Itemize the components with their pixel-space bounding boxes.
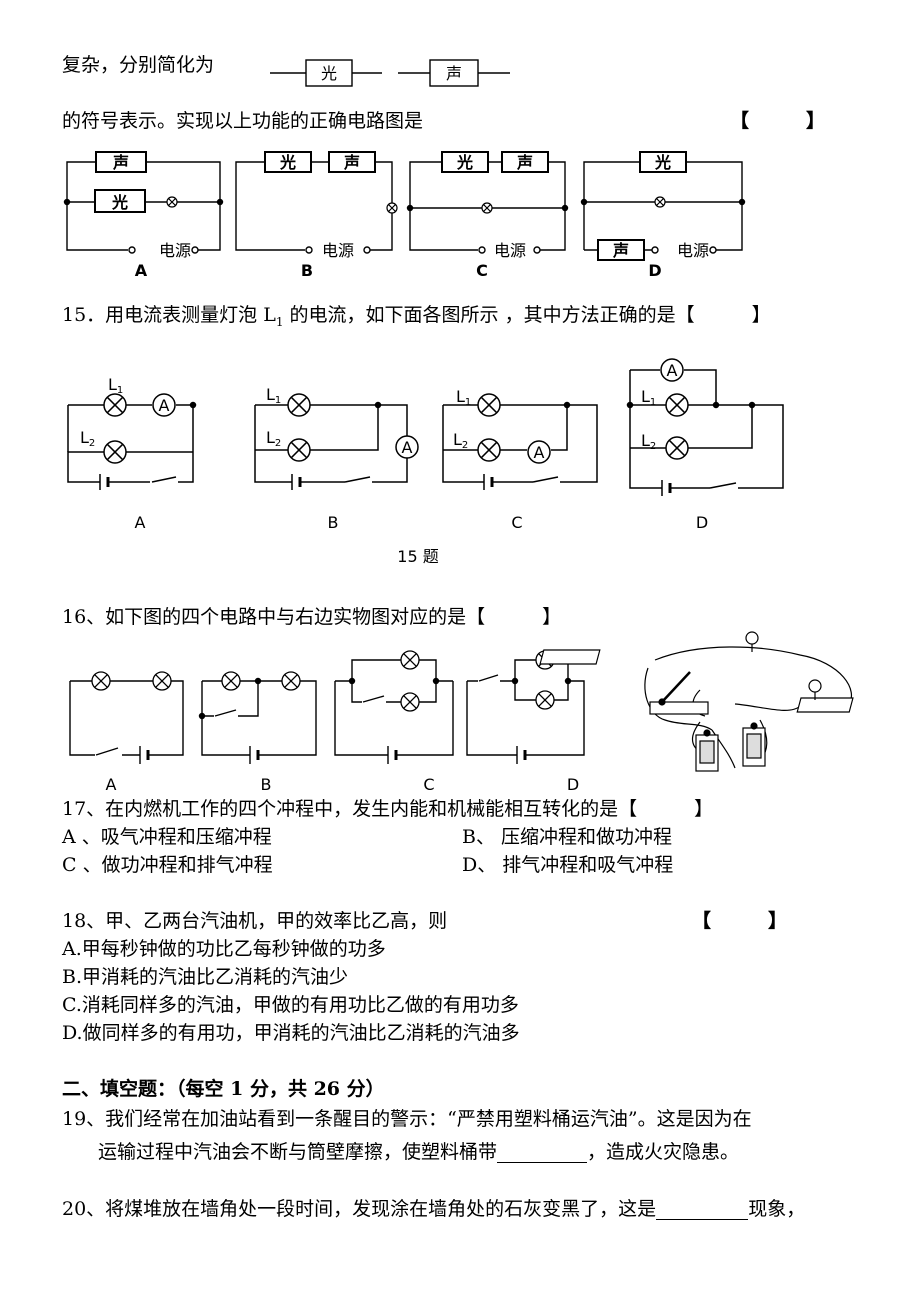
q15-question: 15．用电流表测量灯泡 L1 的电流，如下面各图所示 ，其中方法正确的是【 】 bbox=[62, 304, 771, 329]
q16-label-b: B bbox=[261, 775, 272, 794]
q16-circuit-b bbox=[198, 671, 317, 764]
q17-option-b: B、 压缩冲程和做功冲程 bbox=[462, 826, 673, 848]
q14-label-c: C bbox=[476, 261, 488, 280]
q14b-light: 光 bbox=[279, 153, 296, 172]
q14b-power: 电源 bbox=[322, 241, 354, 260]
q15-label-b: B bbox=[328, 513, 339, 532]
q14-label-a: A bbox=[135, 261, 148, 280]
q20-blank[interactable] bbox=[656, 1200, 749, 1220]
q15-label-c: C bbox=[511, 513, 522, 532]
q19-blank[interactable] bbox=[497, 1143, 588, 1163]
q16-label-a: A bbox=[106, 775, 117, 794]
q14-circuit-b bbox=[235, 151, 398, 254]
q19-line-2: 运输过程中汽油会不断与筒壁摩擦，使塑料桶带 ，造成火灾隐患。 bbox=[98, 1141, 740, 1163]
q15b-l1: L1 bbox=[266, 385, 281, 406]
q17-option-d: D、 排气冲程和吸气冲程 bbox=[462, 854, 674, 876]
q14c-power: 电源 bbox=[494, 241, 526, 260]
q15d-ammeter: A bbox=[667, 361, 678, 380]
q14a-light: 光 bbox=[111, 193, 128, 212]
q20-line-1: 20、将煤堆放在墙角处一段时间，发现涂在墙角处的石灰变黑了，这是 现象， bbox=[62, 1198, 806, 1220]
q16-circuit-d bbox=[466, 650, 585, 764]
sound-symbol: 声 bbox=[398, 59, 510, 87]
q14d-sound: 声 bbox=[612, 241, 629, 260]
q14d-power: 电源 bbox=[677, 241, 709, 260]
q14-circuit-c bbox=[406, 151, 569, 254]
q16-circuit-a bbox=[69, 671, 184, 764]
q16-circuit-c bbox=[334, 650, 454, 764]
q14b-sound: 声 bbox=[343, 153, 360, 172]
section-2-title: 二、填空题：（每空 1 分，共 26 分） bbox=[62, 1078, 385, 1100]
q14-circuit-a bbox=[63, 151, 224, 254]
q15-circuit-d bbox=[626, 358, 784, 496]
q15b-l2: L2 bbox=[266, 428, 281, 449]
q15c-l2: L2 bbox=[453, 430, 468, 451]
q15-caption: 15 题 bbox=[397, 547, 438, 566]
q14-label-d: D bbox=[648, 261, 661, 280]
q14c-light: 光 bbox=[456, 153, 473, 172]
q14a-sound: 声 bbox=[112, 153, 129, 172]
intro-line-2: 的符号表示。实现以上功能的正确电路图是 bbox=[62, 110, 424, 132]
q17-option-c: C 、做功冲程和排气冲程 bbox=[62, 854, 273, 876]
q18-answer-bracket: 【 】 bbox=[692, 910, 788, 932]
q17-question: 17、在内燃机工作的四个冲程中，发生内能和机械能相互转化的是【 】 bbox=[62, 798, 714, 820]
q16-physical-circuit-image bbox=[539, 631, 854, 772]
q15d-l1: L1 bbox=[641, 387, 656, 408]
q15a-ammeter: A bbox=[159, 396, 170, 415]
q16-question: 16、如下图的四个电路中与右边实物图对应的是【 】 bbox=[62, 606, 562, 628]
q15c-l1: L1 bbox=[456, 387, 471, 408]
svg-text:光: 光 bbox=[321, 64, 337, 83]
q18-option-d: D.做同样多的有用功，甲消耗的汽油比乙消耗的汽油多 bbox=[62, 1022, 520, 1044]
q14-answer-bracket: 【 】 bbox=[730, 110, 826, 132]
q14a-power: 电源 bbox=[159, 241, 191, 260]
q18-option-a: A.甲每秒钟做的功比乙每秒钟做的功多 bbox=[62, 938, 386, 960]
q17-option-a: A 、吸气冲程和压缩冲程 bbox=[62, 826, 272, 848]
q18-question: 18、甲、乙两台汽油机，甲的效率比乙高，则 bbox=[62, 910, 448, 932]
q14-label-b: B bbox=[301, 261, 313, 280]
q15-circuit-a bbox=[67, 393, 197, 490]
q18-option-c: C.消耗同样多的汽油，甲做的有用功比乙做的有用功多 bbox=[62, 994, 519, 1016]
q15a-l1: L1 bbox=[108, 375, 123, 396]
svg-text:声: 声 bbox=[446, 64, 462, 83]
q15-circuit-b bbox=[254, 393, 419, 490]
q19-line-1: 19、我们经常在加油站看到一条醒目的警示：“严禁用塑料桶运汽油”。这是因为在 bbox=[62, 1108, 752, 1130]
q15-label-d: D bbox=[696, 513, 708, 532]
q15-circuit-c bbox=[442, 393, 598, 490]
intro-line-1: 复杂，分别简化为 bbox=[62, 54, 215, 76]
q14d-light: 光 bbox=[654, 153, 671, 172]
q16-label-c: C bbox=[423, 775, 434, 794]
light-symbol: 光 bbox=[270, 59, 382, 87]
q15b-ammeter: A bbox=[402, 438, 413, 457]
q14-circuit-d bbox=[580, 151, 746, 261]
q16-label-d: D bbox=[567, 775, 579, 794]
q18-option-b: B.甲消耗的汽油比乙消耗的汽油少 bbox=[62, 966, 349, 988]
q15c-ammeter: A bbox=[534, 443, 545, 462]
q14c-sound: 声 bbox=[516, 153, 533, 172]
q15-label-a: A bbox=[135, 513, 146, 532]
q15d-l2: L2 bbox=[641, 431, 656, 452]
q15a-l2: L2 bbox=[80, 428, 95, 449]
